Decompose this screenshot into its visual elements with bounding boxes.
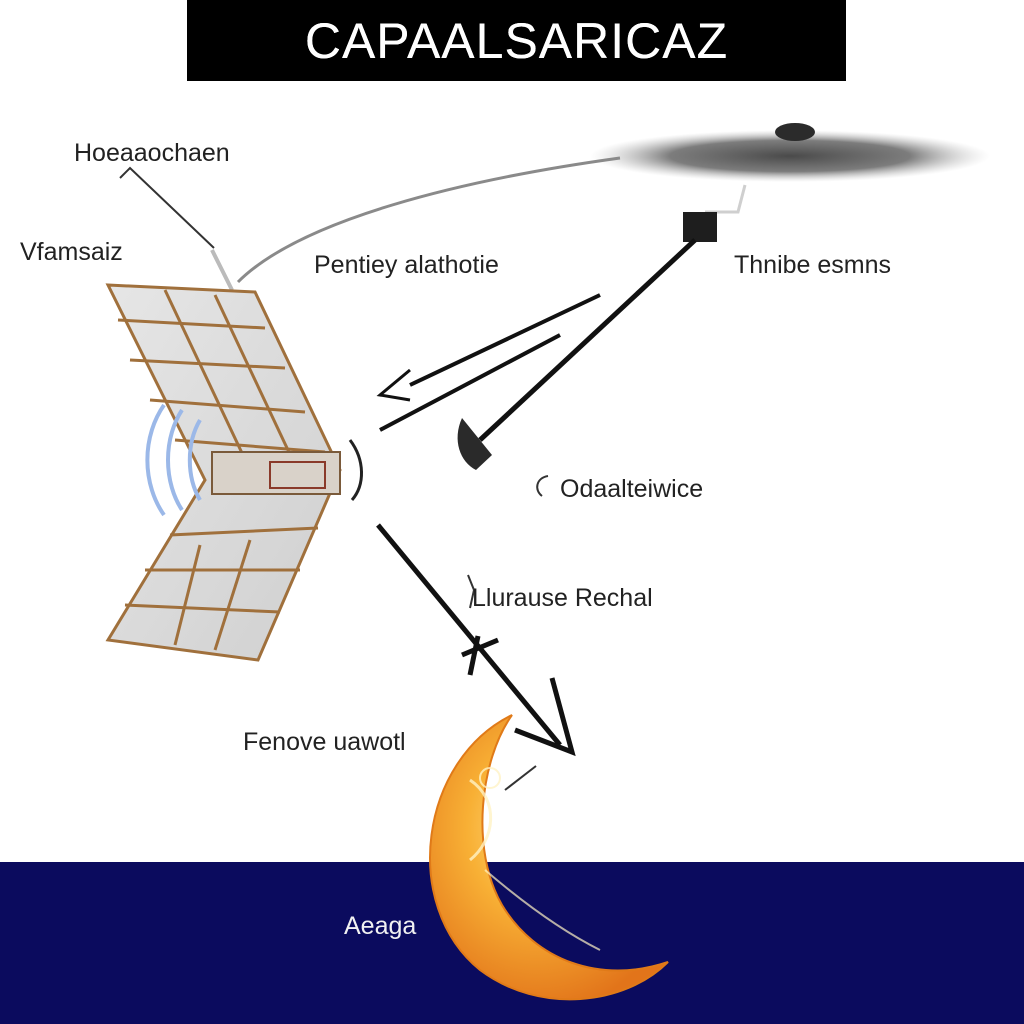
cloud-icon (590, 123, 990, 182)
solar-panel-icon (105, 283, 342, 662)
arrow-cross-mark (461, 635, 499, 676)
receiver-icon (683, 184, 747, 242)
panel-mount-line (210, 249, 234, 291)
leader-line-top-left (119, 166, 215, 249)
label-lower-center: Llurause Rechal (472, 584, 653, 612)
leader-line-lower-left (504, 765, 537, 791)
orbit-curve (236, 156, 621, 284)
arrow-center-lower (379, 333, 561, 432)
receiver-dish (457, 418, 492, 470)
title-bar: CAPAALSARICAZ (187, 0, 846, 81)
label-center-top: Pentiey alathotie (314, 251, 499, 279)
label-lower-left: Fenove uawotl (243, 728, 406, 756)
leader-line-right-mid (536, 475, 549, 497)
label-right-mid: Odaalteiwice (560, 475, 704, 503)
arrow-receiver-down (478, 238, 697, 442)
signal-waves-icon (145, 403, 202, 517)
moon-icon (429, 714, 669, 1001)
label-right-top: Thnibe esmns (734, 251, 892, 279)
tip-arc (348, 439, 363, 501)
arrow-to-moon (376, 523, 562, 747)
label-left-mid: Vfamsaiz (20, 238, 123, 266)
arrow-center-top (409, 293, 601, 387)
arrow-tick (376, 368, 411, 402)
leader-line-lower-center (467, 574, 476, 609)
diagram-title: CAPAALSARICAZ (304, 12, 729, 69)
label-bottom: Aeaga (344, 912, 417, 940)
arrow-head-to-moon (514, 677, 576, 757)
label-top-left: Hoeaaochaen (74, 139, 230, 167)
